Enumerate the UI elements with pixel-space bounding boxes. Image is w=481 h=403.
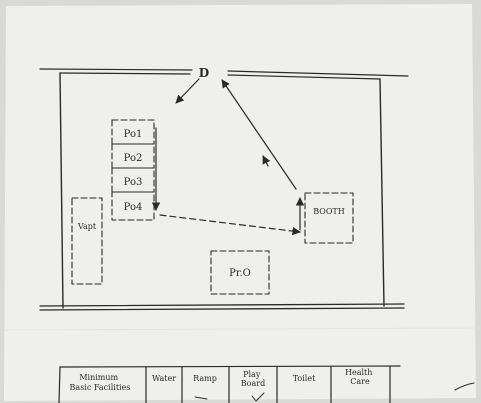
booth-label: BOOTH — [313, 207, 344, 216]
bottom-wall — [39, 303, 405, 307]
side-box — [71, 197, 103, 285]
po4-label: Po4 — [124, 202, 143, 213]
po1-label: Po1 — [124, 129, 143, 140]
arrow-booth-to-door — [221, 79, 297, 190]
side-box-label: Vapt — [77, 222, 97, 231]
arrow-door-to-po1 — [175, 78, 200, 104]
door-label: D — [199, 66, 209, 80]
left-wall — [59, 72, 64, 309]
table-header-ramp: Ramp — [193, 374, 217, 383]
table-header-play-board: Play Board — [241, 370, 265, 388]
paper-sheet — [4, 4, 476, 401]
po2-label: Po2 — [124, 153, 143, 164]
booth-box — [304, 192, 354, 244]
table-header-toilet: Toilet — [293, 374, 316, 383]
pro-box — [210, 250, 270, 295]
po3-label: Po3 — [124, 177, 143, 188]
arrow-to-booth — [159, 214, 301, 236]
right-wall — [379, 78, 385, 307]
pro-label: Pr.O — [229, 268, 251, 279]
facilities-table-lines — [58, 365, 401, 403]
table-header-water: Water — [152, 374, 176, 383]
top-wall-right — [227, 70, 409, 77]
table-header-health-care: Health Care — [345, 368, 375, 386]
top-wall-left — [39, 68, 193, 71]
table-header-facilities: Minimum Basic Facilities — [70, 373, 131, 392]
